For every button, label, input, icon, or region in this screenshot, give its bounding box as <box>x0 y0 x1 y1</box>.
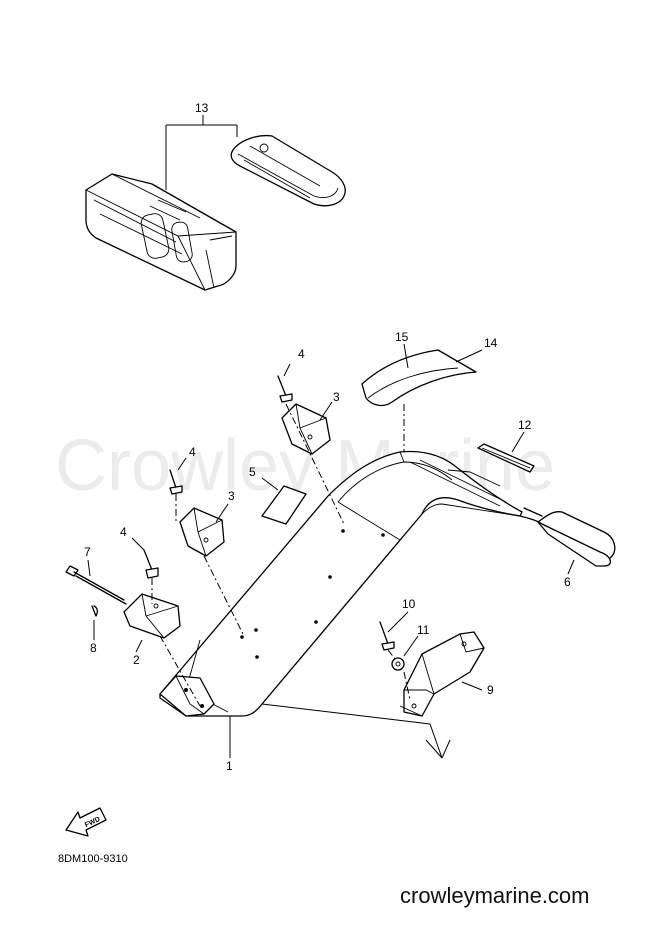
screw-rear-part <box>379 621 395 651</box>
callout-11: 11 <box>417 623 430 637</box>
leader-lines <box>87 343 575 759</box>
decal-part <box>361 349 477 407</box>
callout-8: 8 <box>90 641 97 655</box>
screw-upper-part <box>277 375 293 403</box>
rear-bracket-part <box>399 631 485 717</box>
callout-15: 15 <box>395 330 409 344</box>
callout-10: 10 <box>402 597 416 611</box>
site-url[interactable]: crowleymarine.com <box>400 883 590 908</box>
screw-lower-part <box>143 549 159 579</box>
drawing-code: 8DM100-9310 <box>58 853 128 865</box>
callout-2: 2 <box>133 653 140 667</box>
alignment-lines <box>151 403 411 707</box>
callout-6: 6 <box>564 575 571 589</box>
cotter-pin-part <box>91 605 98 617</box>
callout-labels: 1 2 3 3 4 4 4 5 6 7 8 9 10 11 12 13 14 1… <box>84 101 571 773</box>
bracket-upper-part <box>281 403 331 455</box>
forward-arrow-icon: FWD <box>65 807 107 837</box>
callout-1: 1 <box>226 759 233 773</box>
pin-part <box>65 565 127 605</box>
hinge-bracket-part <box>123 593 181 639</box>
callout-12: 12 <box>518 418 532 432</box>
callout-3-upper: 3 <box>333 390 340 404</box>
callout-5: 5 <box>249 465 256 479</box>
plate-part <box>261 485 307 525</box>
screw-middle-part <box>169 469 183 495</box>
callout-4-middle: 4 <box>189 445 196 459</box>
callout-13: 13 <box>195 101 209 115</box>
callout-4-upper: 4 <box>298 347 305 361</box>
callout-9: 9 <box>487 683 494 697</box>
callout-4-lower: 4 <box>120 525 127 539</box>
bracket-lower-part <box>179 507 225 557</box>
grip-strip-part <box>477 443 535 473</box>
bottom-cowling-part <box>159 450 523 717</box>
callout-14: 14 <box>484 336 498 350</box>
callout-3-lower: 3 <box>228 489 235 503</box>
nut-part <box>391 657 405 671</box>
cover-set-part <box>85 115 346 291</box>
handle-part <box>519 507 616 567</box>
callout-7: 7 <box>84 545 91 559</box>
